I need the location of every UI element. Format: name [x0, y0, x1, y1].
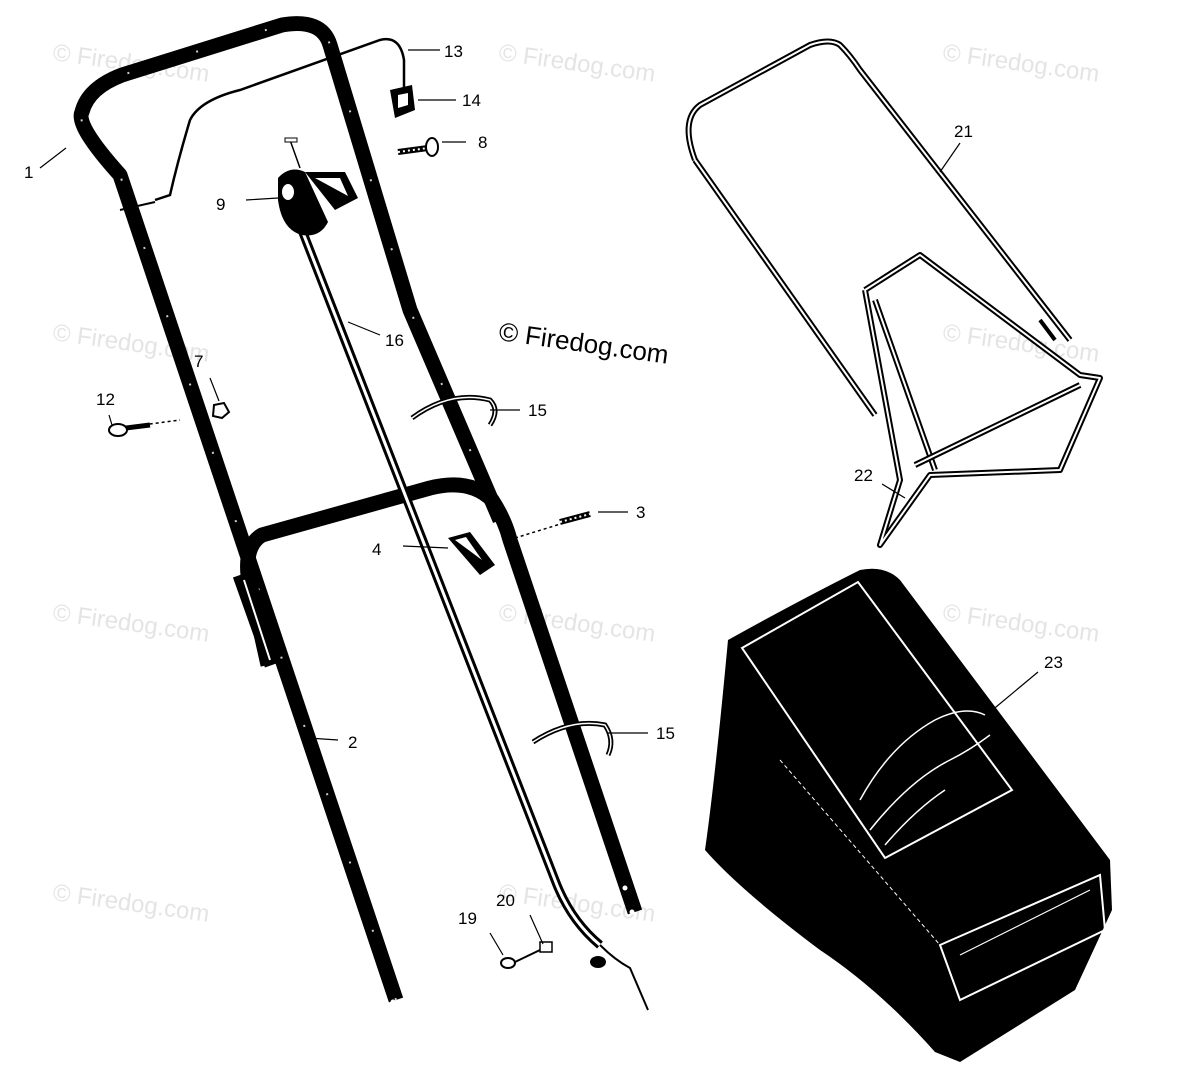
- handle-nut: [211, 401, 231, 420]
- callout-23: 23: [1044, 653, 1063, 672]
- callouts: 1 2 3 4 7 8 9 12 13 14 15 15 16 19 20 21…: [24, 42, 1063, 928]
- callout-13: 13: [444, 42, 463, 61]
- watermark-tile: © Firedog.com: [51, 599, 211, 648]
- callout-20: 20: [496, 891, 515, 910]
- handle-knob: [448, 532, 495, 575]
- callout-12: 12: [96, 390, 115, 409]
- callout-19: 19: [458, 909, 477, 928]
- watermark-tile: © Firedog.com: [941, 319, 1101, 368]
- callout-14: 14: [462, 91, 481, 110]
- cable-connector: [500, 941, 553, 969]
- callout-4: 4: [372, 540, 381, 559]
- watermark-tile: © Firedog.com: [497, 39, 657, 88]
- watermark-tile: © Firedog.com: [51, 39, 211, 88]
- callout-16: 16: [385, 331, 404, 350]
- handle-bolt: [108, 419, 181, 437]
- upper-handle: [73, 16, 507, 1005]
- watermark-tile: © Firedog.com: [941, 39, 1101, 88]
- leader-lines: [39, 49, 1039, 956]
- control-bail: [278, 137, 358, 236]
- control-rod: [295, 223, 649, 1011]
- callout-3: 3: [636, 503, 645, 522]
- lower-handle: [232, 477, 643, 915]
- callout-15-lower: 15: [656, 724, 675, 743]
- callout-21: 21: [954, 122, 973, 141]
- center-watermark: © Firedog.com: [497, 316, 670, 369]
- watermark-tile: © Firedog.com: [51, 879, 211, 928]
- cable-clip: [390, 85, 415, 118]
- callout-7: 7: [194, 352, 203, 371]
- callout-8: 8: [478, 133, 487, 152]
- control-cable: [119, 37, 406, 211]
- callout-15-upper: 15: [528, 401, 547, 420]
- watermark-tile: © Firedog.com: [941, 599, 1101, 648]
- grass-bag: [705, 568, 1112, 1062]
- callout-22: 22: [854, 466, 873, 485]
- callout-1: 1: [24, 163, 33, 182]
- wire-clip-upper: [410, 394, 498, 427]
- carriage-bolt: [514, 511, 591, 539]
- watermark-tile: © Firedog.com: [497, 599, 657, 648]
- bolt-8: [397, 137, 439, 157]
- callout-2: 2: [348, 733, 357, 752]
- callout-9: 9: [216, 195, 225, 214]
- grass-bag-frame: [685, 38, 1103, 548]
- wire-clip-lower: [531, 720, 614, 757]
